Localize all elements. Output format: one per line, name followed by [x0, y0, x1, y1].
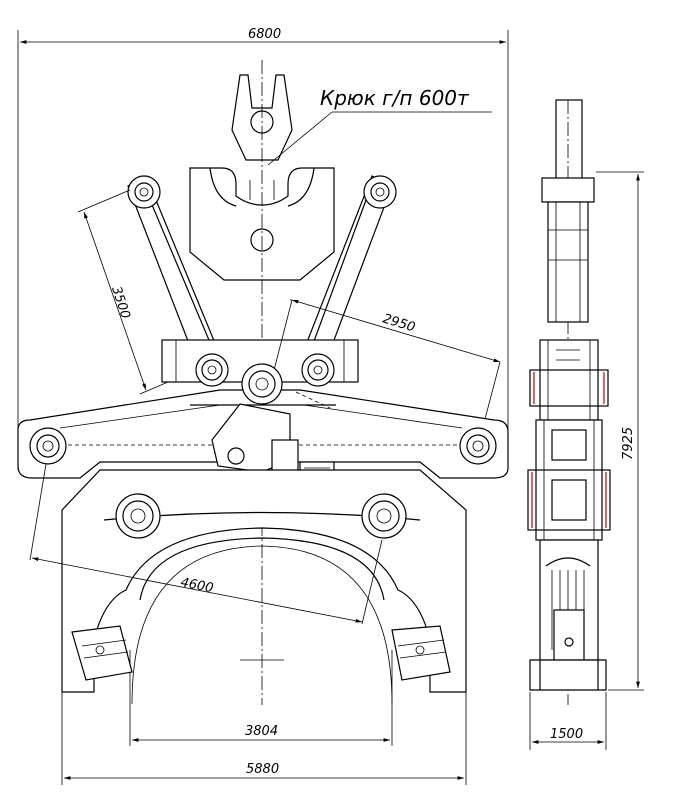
dimension-overall-width: 6800 [17, 27, 509, 470]
dim-label-base-width: 5880 [246, 762, 279, 777]
dimension-overall-height: 7925 [596, 171, 644, 691]
gripper-pads [71, 625, 451, 681]
body-bearings [115, 493, 407, 539]
dim-label-pin-span: 4600 [179, 575, 214, 596]
upper-pins [195, 353, 335, 405]
dimension-pin-span: 4600 [29, 463, 383, 625]
side-lower-block [527, 419, 611, 541]
dimension-side-width: 1500 [529, 692, 607, 750]
dim-label-overall-width: 6800 [248, 27, 281, 42]
dimension-inner-opening: 3804 [132, 724, 390, 742]
front-view: 6800 Крюк г/п 600т [17, 27, 509, 785]
side-leg [529, 539, 607, 691]
dim-label-side-width: 1500 [550, 727, 583, 742]
side-view: 7925 1500 [527, 99, 644, 750]
side-upper-block [529, 339, 609, 421]
dim-label-inner-opening: 3804 [245, 724, 278, 739]
hook-annotation: Крюк г/п 600т [267, 86, 492, 166]
dimension-base-width: 5880 [64, 762, 464, 780]
hook [189, 74, 335, 281]
dim-label-arm-length: 3500 [108, 285, 132, 321]
dim-label-overall-height: 7925 [621, 427, 636, 460]
hook-note: Крюк г/п 600т [320, 86, 470, 110]
lower-beam-pins [29, 427, 497, 465]
side-hook [541, 99, 595, 323]
